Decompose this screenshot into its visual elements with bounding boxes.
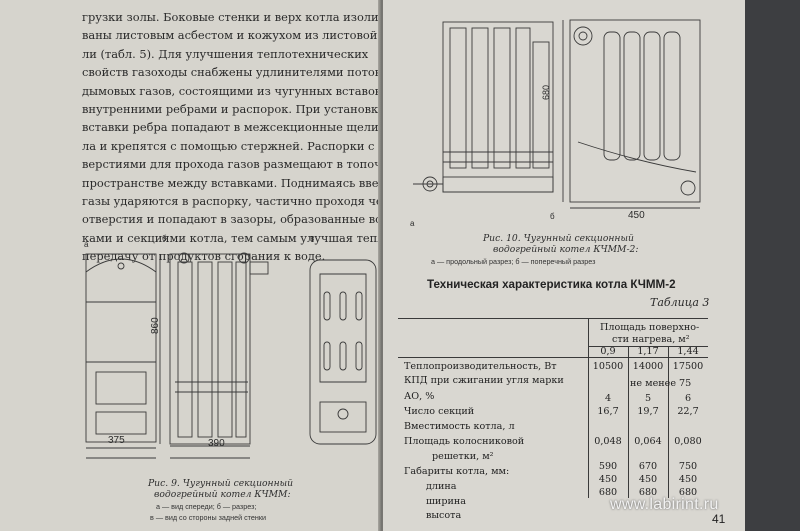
table-cell: 22,7 (677, 406, 699, 417)
table-cell: 450 (598, 474, 618, 485)
fig10-dim-width: 450 (628, 210, 645, 221)
table-header-line1: Площадь поверхно- (600, 322, 700, 333)
fig10-dim-height: 680 (541, 84, 551, 100)
table-row-label: Вместимость котла, л (404, 421, 515, 432)
table-cell: 750 (678, 461, 698, 472)
table-cell: 16,7 (597, 406, 619, 417)
table-row-label: ширина (426, 496, 466, 507)
fig9-caption-line2: водогрейный котел КЧММ: (154, 489, 291, 500)
table-col-header: 1,17 (637, 346, 659, 357)
table-cell-span: не менее 75 (630, 378, 692, 389)
table-cell: 0,080 (674, 436, 702, 447)
body-line: ваны листовым асбестом и кожухом из лист… (82, 28, 380, 43)
table-header-line2: сти нагрева, м² (612, 334, 690, 345)
fig9-dim-height: 860 (150, 317, 161, 334)
fig10-label-a: а (410, 219, 415, 228)
table-cell: 0,048 (594, 436, 622, 447)
table-row-label: решетки, м² (432, 451, 494, 462)
table-cell: 680 (598, 487, 618, 498)
table-cell: 14000 (632, 361, 664, 372)
table-col-header: 0,9 (600, 346, 616, 357)
table-cell: 19,7 (637, 406, 659, 417)
table-cell: 670 (638, 461, 658, 472)
body-line: пространстве между вставками. Поднимаясь… (82, 175, 380, 190)
table-cell: 450 (678, 474, 698, 485)
fig9-dim-width-side: 390 (208, 438, 225, 449)
body-line: верстиями для прохода газов размещают в … (82, 157, 380, 172)
fig9-label-a: а (84, 240, 89, 249)
table-cell: 0,064 (634, 436, 662, 447)
body-line: грузки золы. Боковые стенки и верх котла… (82, 10, 380, 24)
table-row-label: высота (426, 510, 462, 521)
left-page: грузки золы. Боковые стенки и верх котла… (0, 0, 380, 531)
fig10-caption-line2: водогрейный котел КЧММ-2: (493, 244, 639, 255)
table-cell: 5 (644, 393, 652, 404)
page-number: 41 (712, 512, 726, 526)
fig9-dim-width-front: 375 (108, 435, 125, 446)
body-line: ла и крепятся с помощью стержней. Распор… (82, 138, 380, 153)
table-cell: 680 (678, 487, 698, 498)
fig9-caption-sub2: в — вид со стороны задней стенки (150, 513, 267, 522)
table-cell: 680 (638, 487, 658, 498)
body-line: передачу от продуктов сгорания к воде. (82, 249, 326, 264)
body-paragraph: грузки золы. Боковые стенки и верх котла… (82, 8, 380, 266)
table-col-header: 1,44 (677, 346, 699, 357)
table-number: Таблица 3 (650, 296, 710, 309)
book-gutter (378, 0, 386, 531)
body-line: отверстия и попадают в зазоры, образован… (82, 212, 380, 227)
table-cell: 4 (604, 393, 612, 404)
fig10-caption-sub: а — продольный разрез; б — поперечный ра… (431, 257, 596, 266)
body-line: вставки ребра попадают в межсекционные щ… (82, 120, 380, 135)
table-cell: 17500 (672, 361, 704, 372)
table-title: Техническая характеристика котла КЧММ-2 (427, 278, 676, 291)
fig9-caption-sub1: а — вид спереди; б — разрез; (156, 502, 257, 511)
body-line: внутренними ребрами и распорок. При уста… (82, 102, 380, 117)
boiler-drawing-fig10 (413, 19, 701, 209)
table-row-label: Габариты котла, мм: (404, 466, 510, 477)
body-line: дымовых газов, состоящими из чугунных вс… (82, 83, 380, 98)
body-line: ли (табл. 5). Для улучшения теплотехниче… (82, 46, 369, 61)
table-row-label: КПД при сжигании угля марки (404, 375, 564, 386)
fig10-label-b: б (550, 212, 555, 221)
table-row-label: длина (426, 481, 457, 492)
table-row-label: Площадь колосниковой (404, 436, 525, 447)
body-line: свойств газоходы снабжены удлинителями п… (82, 65, 380, 80)
table-row-label: Теплопроизводительность, Вт (404, 361, 557, 372)
table-cell: 450 (638, 474, 658, 485)
table-row-label: АО, % (404, 391, 435, 402)
right-page: 680 450 а б Рис. 10. Чугунный секционный… (383, 0, 745, 531)
body-line: ками и секциями котла, тем самым улучшая… (82, 230, 380, 245)
body-line: газы ударяются в распорку, частично прох… (82, 194, 380, 209)
table-row-label: Число секций (404, 406, 475, 417)
table-cell: 590 (598, 461, 618, 472)
table-cell: 10500 (592, 361, 624, 372)
fig9-caption-line1: Рис. 9. Чугунный секционный (148, 478, 294, 489)
table-cell: 6 (684, 393, 692, 404)
watermark: www.labirint.ru (610, 496, 719, 513)
fig9-label-v: в (310, 234, 315, 243)
fig9-label-b: б (162, 234, 167, 243)
boiler-drawing-fig9 (85, 252, 377, 459)
background-surface (745, 0, 800, 531)
fig10-caption-line1: Рис. 10. Чугунный секционный (483, 233, 634, 244)
